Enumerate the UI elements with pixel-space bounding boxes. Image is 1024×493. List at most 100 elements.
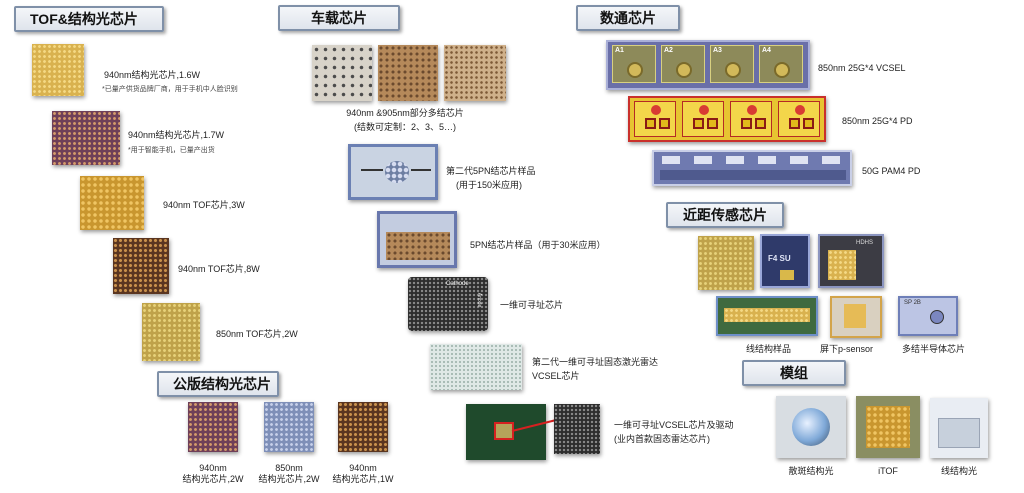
auto-chip-addressable: Cathode Anode (408, 277, 488, 331)
speckle-lens (792, 408, 830, 446)
public-chip-1-line2: 结构光芯片,2W (182, 474, 244, 484)
auto-chip-gen2-5pn (348, 144, 438, 200)
module-line-structured (930, 398, 988, 458)
tof-section-header: TOF&结构光芯片 (14, 6, 164, 32)
pd-cell-4-pad-b (803, 118, 814, 129)
vcsel-cell-3: A3 (710, 45, 754, 83)
module-speckle (776, 396, 846, 458)
sp2b-text: SP 2B (904, 300, 921, 306)
pd-cell-3-dot (747, 105, 757, 115)
pd-cell-2-pad-b (707, 118, 718, 129)
vcsel-cell-1-emitter (627, 62, 643, 78)
public-chip-1 (188, 402, 238, 452)
tof-chip-2 (52, 111, 120, 165)
datacom-pd-array (628, 96, 826, 142)
auto-gen2-addr-sublabel: VCSEL芯片 (532, 371, 580, 381)
pd-cell-4 (778, 101, 820, 137)
vcsel-cell-2-emitter (676, 62, 692, 78)
proximity-label-1: 线结构样品 (746, 344, 792, 354)
pam4-pad-3 (726, 156, 744, 164)
vcsel-cell-4-emitter (774, 62, 790, 78)
datacom-vcsel-array: A1 A2 A3 A4 (606, 40, 810, 90)
tof-chip-1 (32, 44, 84, 96)
pd-cell-2-dot (699, 105, 709, 115)
pam4-pad-5 (790, 156, 808, 164)
pd-cell-3-pad-b (755, 118, 766, 129)
f4su-pad (780, 270, 794, 280)
module-label-1: 散斑结构光 (788, 466, 834, 476)
auto-gen2-sublabel: (用于150米应用) (456, 180, 523, 190)
public-chip-3 (338, 402, 388, 452)
tof-chip-1-label: 940nm结构光芯片,1.6W (104, 70, 201, 80)
pd-cell-1 (634, 101, 676, 137)
auto-section-header: 车载芯片 (278, 5, 400, 31)
tof-chip-3 (80, 176, 144, 230)
auto-5pn-label: 5PN结芯片样品（用于30米应用） (470, 240, 606, 250)
proximity-section-header: 近距传感芯片 (666, 202, 784, 228)
datacom-pam4-label: 50G PAM4 PD (862, 166, 921, 176)
f4su-text: F4 SU (768, 254, 791, 263)
proximity-label-2: 屏下p-sensor (820, 344, 874, 354)
module-label-2: iTOF (878, 466, 898, 476)
vcsel-cell-1: A1 (612, 45, 656, 83)
module-itof (856, 396, 920, 458)
tof-chip-1-note: *已量产供货品牌厂商，用于手机中人脸识别 (102, 86, 238, 93)
pd-cell-3-pad-a (741, 118, 752, 129)
auto-chip-multijunction-3 (444, 45, 506, 101)
pd-cell-1-pad-b (659, 118, 670, 129)
proximity-chip-multijunction: SP 2B (898, 296, 958, 336)
tof-chip-2-note: *用于智能手机，已量产出货 (128, 147, 215, 154)
tof-chip-5 (142, 303, 200, 361)
proximity-chip-2: F4 SU (760, 234, 810, 288)
pam4-pad-4 (758, 156, 776, 164)
vcsel-cell-2-tag: A2 (664, 47, 673, 54)
public-chip-2-line2: 结构光芯片,2W (258, 474, 320, 484)
vcsel-cell-3-emitter (725, 62, 741, 78)
auto-board-label: 一维可寻址VCSEL芯片及驱动 (614, 420, 734, 430)
tof-chip-3-label: 940nm TOF芯片,3W (163, 200, 245, 210)
auto-gen2-label: 第二代5PN结芯片样品 (446, 166, 536, 176)
auto-chip-gen2-addressable (430, 344, 522, 390)
pd-cell-2 (682, 101, 724, 137)
line-sample-strip (724, 308, 810, 322)
module-section-header: 模组 (742, 360, 846, 386)
pam4-pad-6 (822, 156, 840, 164)
auto-board-sublabel: (业内首款固态雷达芯片) (614, 434, 710, 444)
public-chip-2-line1: 850nm (275, 463, 303, 473)
auto-chip-1d-addressable (554, 404, 600, 454)
tof-chip-5-label: 850nm TOF芯片,2W (216, 329, 298, 339)
cathode-text: Cathode (446, 281, 469, 287)
pd-cell-1-pad-a (645, 118, 656, 129)
datacom-vcsel-label: 850nm 25G*4 VCSEL (818, 63, 906, 73)
tof-chip-4 (113, 238, 169, 294)
proximity-chip-3: HDHS (818, 234, 884, 288)
pam4-pad-2 (694, 156, 712, 164)
auto-addressable-label: 一维可寻址芯片 (500, 300, 564, 310)
auto-row1-label: 940nm &905nm部分多结芯片 (346, 108, 464, 118)
pd-cell-3 (730, 101, 772, 137)
5pn-array (386, 232, 450, 260)
gen2-wire-left (361, 169, 383, 171)
auto-gen2-addr-label: 第二代一维可寻址固态激光雷达 (532, 357, 659, 367)
tof-chip-4-label: 940nm TOF芯片,8W (178, 264, 260, 274)
sp2b-emitter (930, 310, 944, 324)
public-chip-3-line2: 结构光芯片,1W (332, 474, 394, 484)
pam4-bus (660, 170, 846, 180)
board-center-chip (494, 422, 514, 440)
pd-cell-4-pad-a (789, 118, 800, 129)
auto-row1-sublabel: (结数可定制：2、3、5…) (353, 122, 456, 132)
gen2-hex-cluster (385, 161, 409, 183)
pd-cell-2-pad-a (693, 118, 704, 129)
anode-text: Anode (476, 292, 483, 308)
pam4-pad-1 (662, 156, 680, 164)
psensor-window (844, 304, 866, 328)
hdhs-text: HDHS (856, 240, 874, 246)
public-chip-3-line1: 940nm (349, 463, 377, 473)
public-chip-1-line1: 940nm (199, 463, 227, 473)
vcsel-cell-2: A2 (661, 45, 705, 83)
public-chip-2 (264, 402, 314, 452)
gen2-wire-right (411, 169, 431, 171)
vcsel-cell-3-tag: A3 (713, 47, 722, 54)
vcsel-cell-4: A4 (759, 45, 803, 83)
vcsel-cell-4-tag: A4 (762, 47, 771, 54)
